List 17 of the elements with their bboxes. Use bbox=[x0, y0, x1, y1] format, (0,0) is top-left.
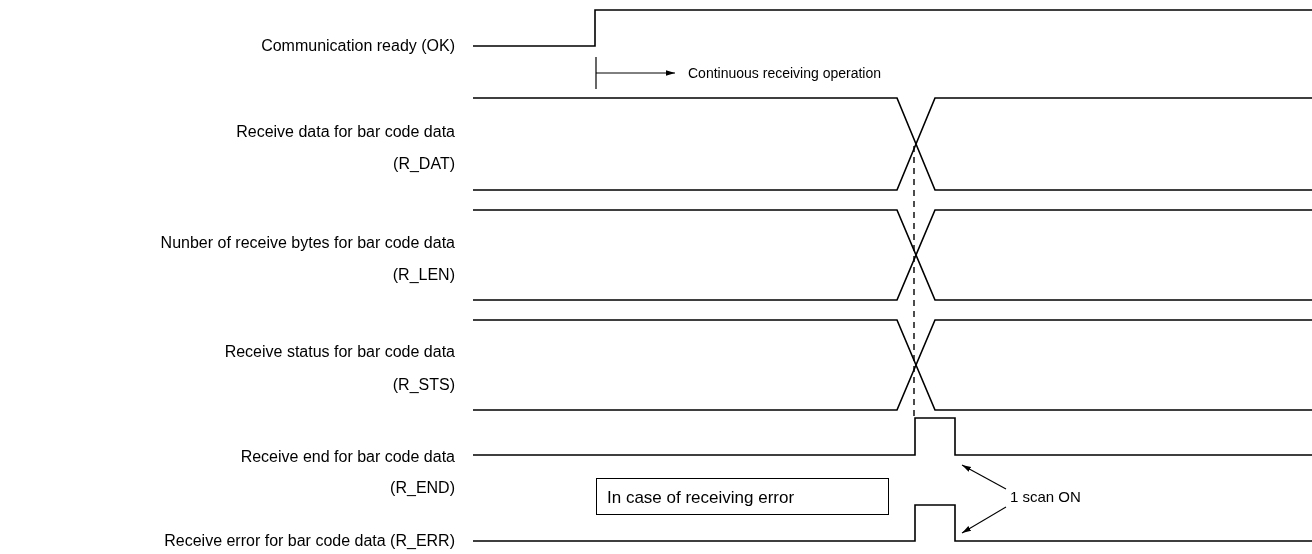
signal-mnemonic: (R_STS) bbox=[392, 375, 455, 395]
signal-mnemonic: (R_END) bbox=[390, 478, 455, 498]
signal-name: Receive status for bar code data bbox=[224, 342, 455, 362]
signal-name: Communication ready (OK) bbox=[261, 36, 455, 56]
pulse-waveform bbox=[472, 504, 1312, 542]
signal-name: Nunber of receive bytes for bar code data bbox=[160, 233, 455, 253]
signal-name: Receive error for bar code data (R_ERR) bbox=[164, 531, 455, 551]
annotation-text: 1 scan ON bbox=[1008, 487, 1098, 507]
signal-mnemonic: (R_LEN) bbox=[392, 265, 455, 285]
note-box: In case of receiving error bbox=[596, 478, 889, 515]
pulse-waveform bbox=[472, 417, 1312, 456]
leader-line bbox=[961, 464, 1007, 490]
signal-mnemonic: (R_DAT) bbox=[393, 154, 455, 174]
leader-line bbox=[961, 506, 1007, 534]
annotation-text: Continuous receiving operation bbox=[688, 64, 881, 83]
signal-name: Receive data for bar code data bbox=[236, 122, 455, 142]
signal-name: Receive end for bar code data bbox=[240, 447, 455, 467]
